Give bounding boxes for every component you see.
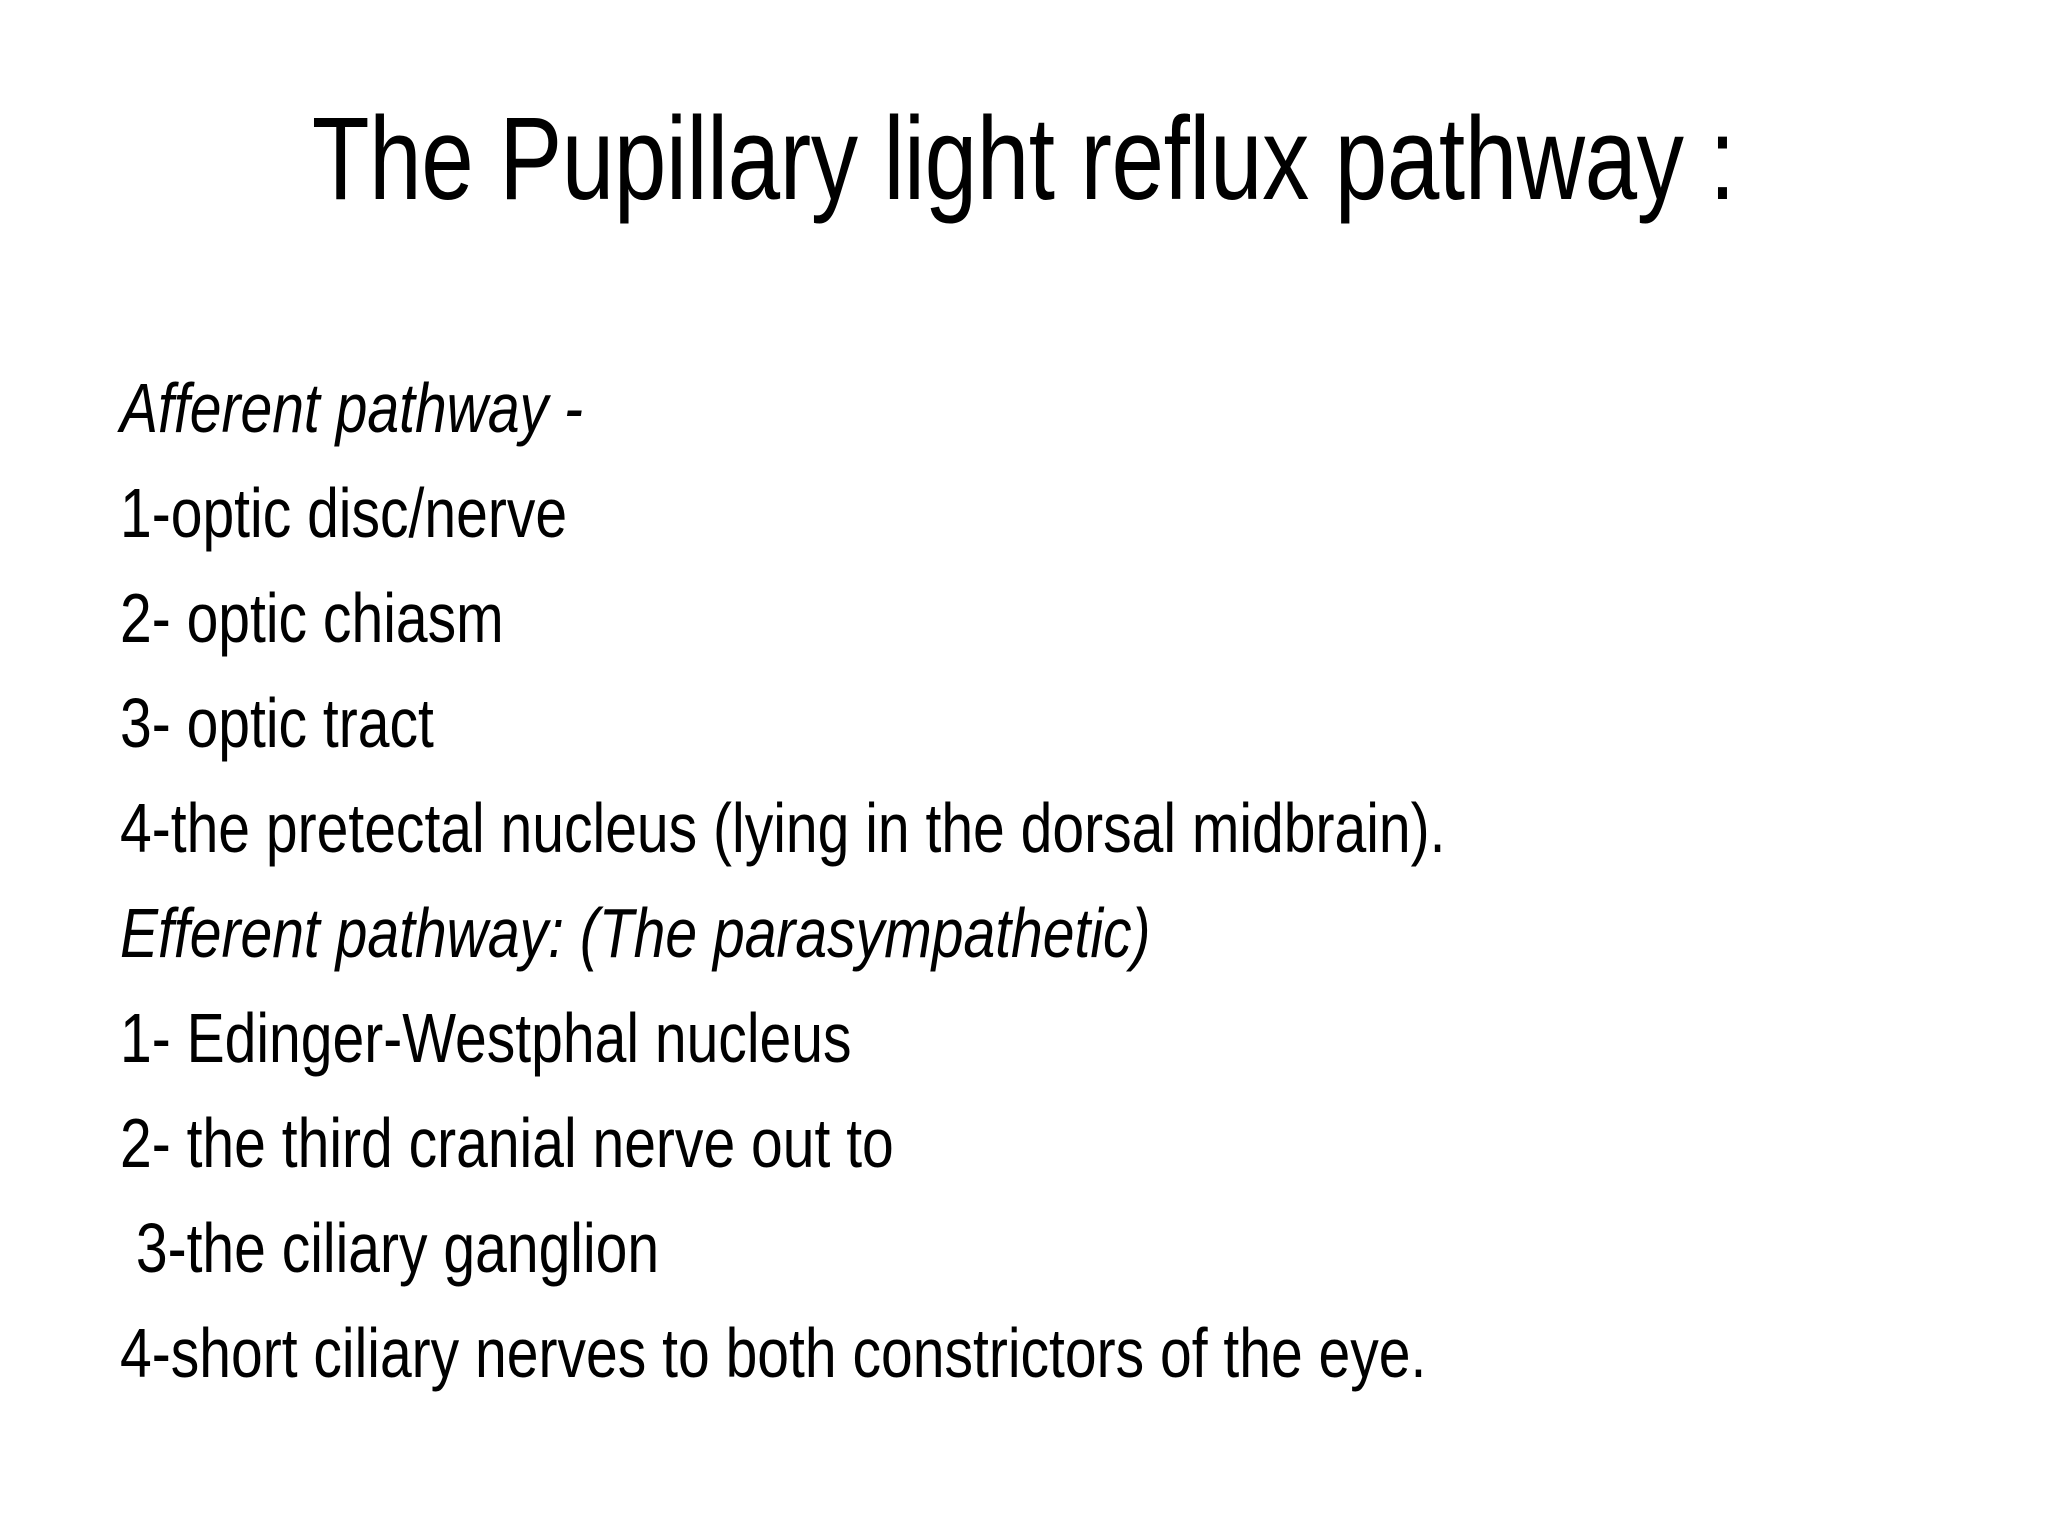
body-line-afferent-2: 2- optic chiasm <box>120 579 504 657</box>
slide-body-placeholder: Afferent pathway - 1-optic disc/nerve 2-… <box>120 356 2000 1406</box>
body-line-afferent-3: 3- optic tract <box>120 684 434 762</box>
body-line-efferent-3: 3-the ciliary ganglion <box>120 1209 660 1287</box>
slide-title-placeholder: The Pupillary light reflux pathway : <box>0 93 2048 225</box>
page-title: The Pupillary light reflux pathway : <box>312 93 1736 225</box>
body-line-afferent-heading: Afferent pathway - <box>120 369 583 447</box>
body-line-efferent-heading: Efferent pathway: (The parasympathetic) <box>120 894 1151 972</box>
body-line-afferent-1: 1-optic disc/nerve <box>120 474 568 552</box>
body-line-efferent-2: 2- the third cranial nerve out to <box>120 1104 894 1182</box>
body-line-efferent-4: 4-short ciliary nerves to both constrict… <box>120 1314 1427 1392</box>
body-line-efferent-1: 1- Edinger-Westphal nucleus <box>120 999 852 1077</box>
body-line-afferent-4: 4-the pretectal nucleus (lying in the do… <box>120 789 1446 867</box>
